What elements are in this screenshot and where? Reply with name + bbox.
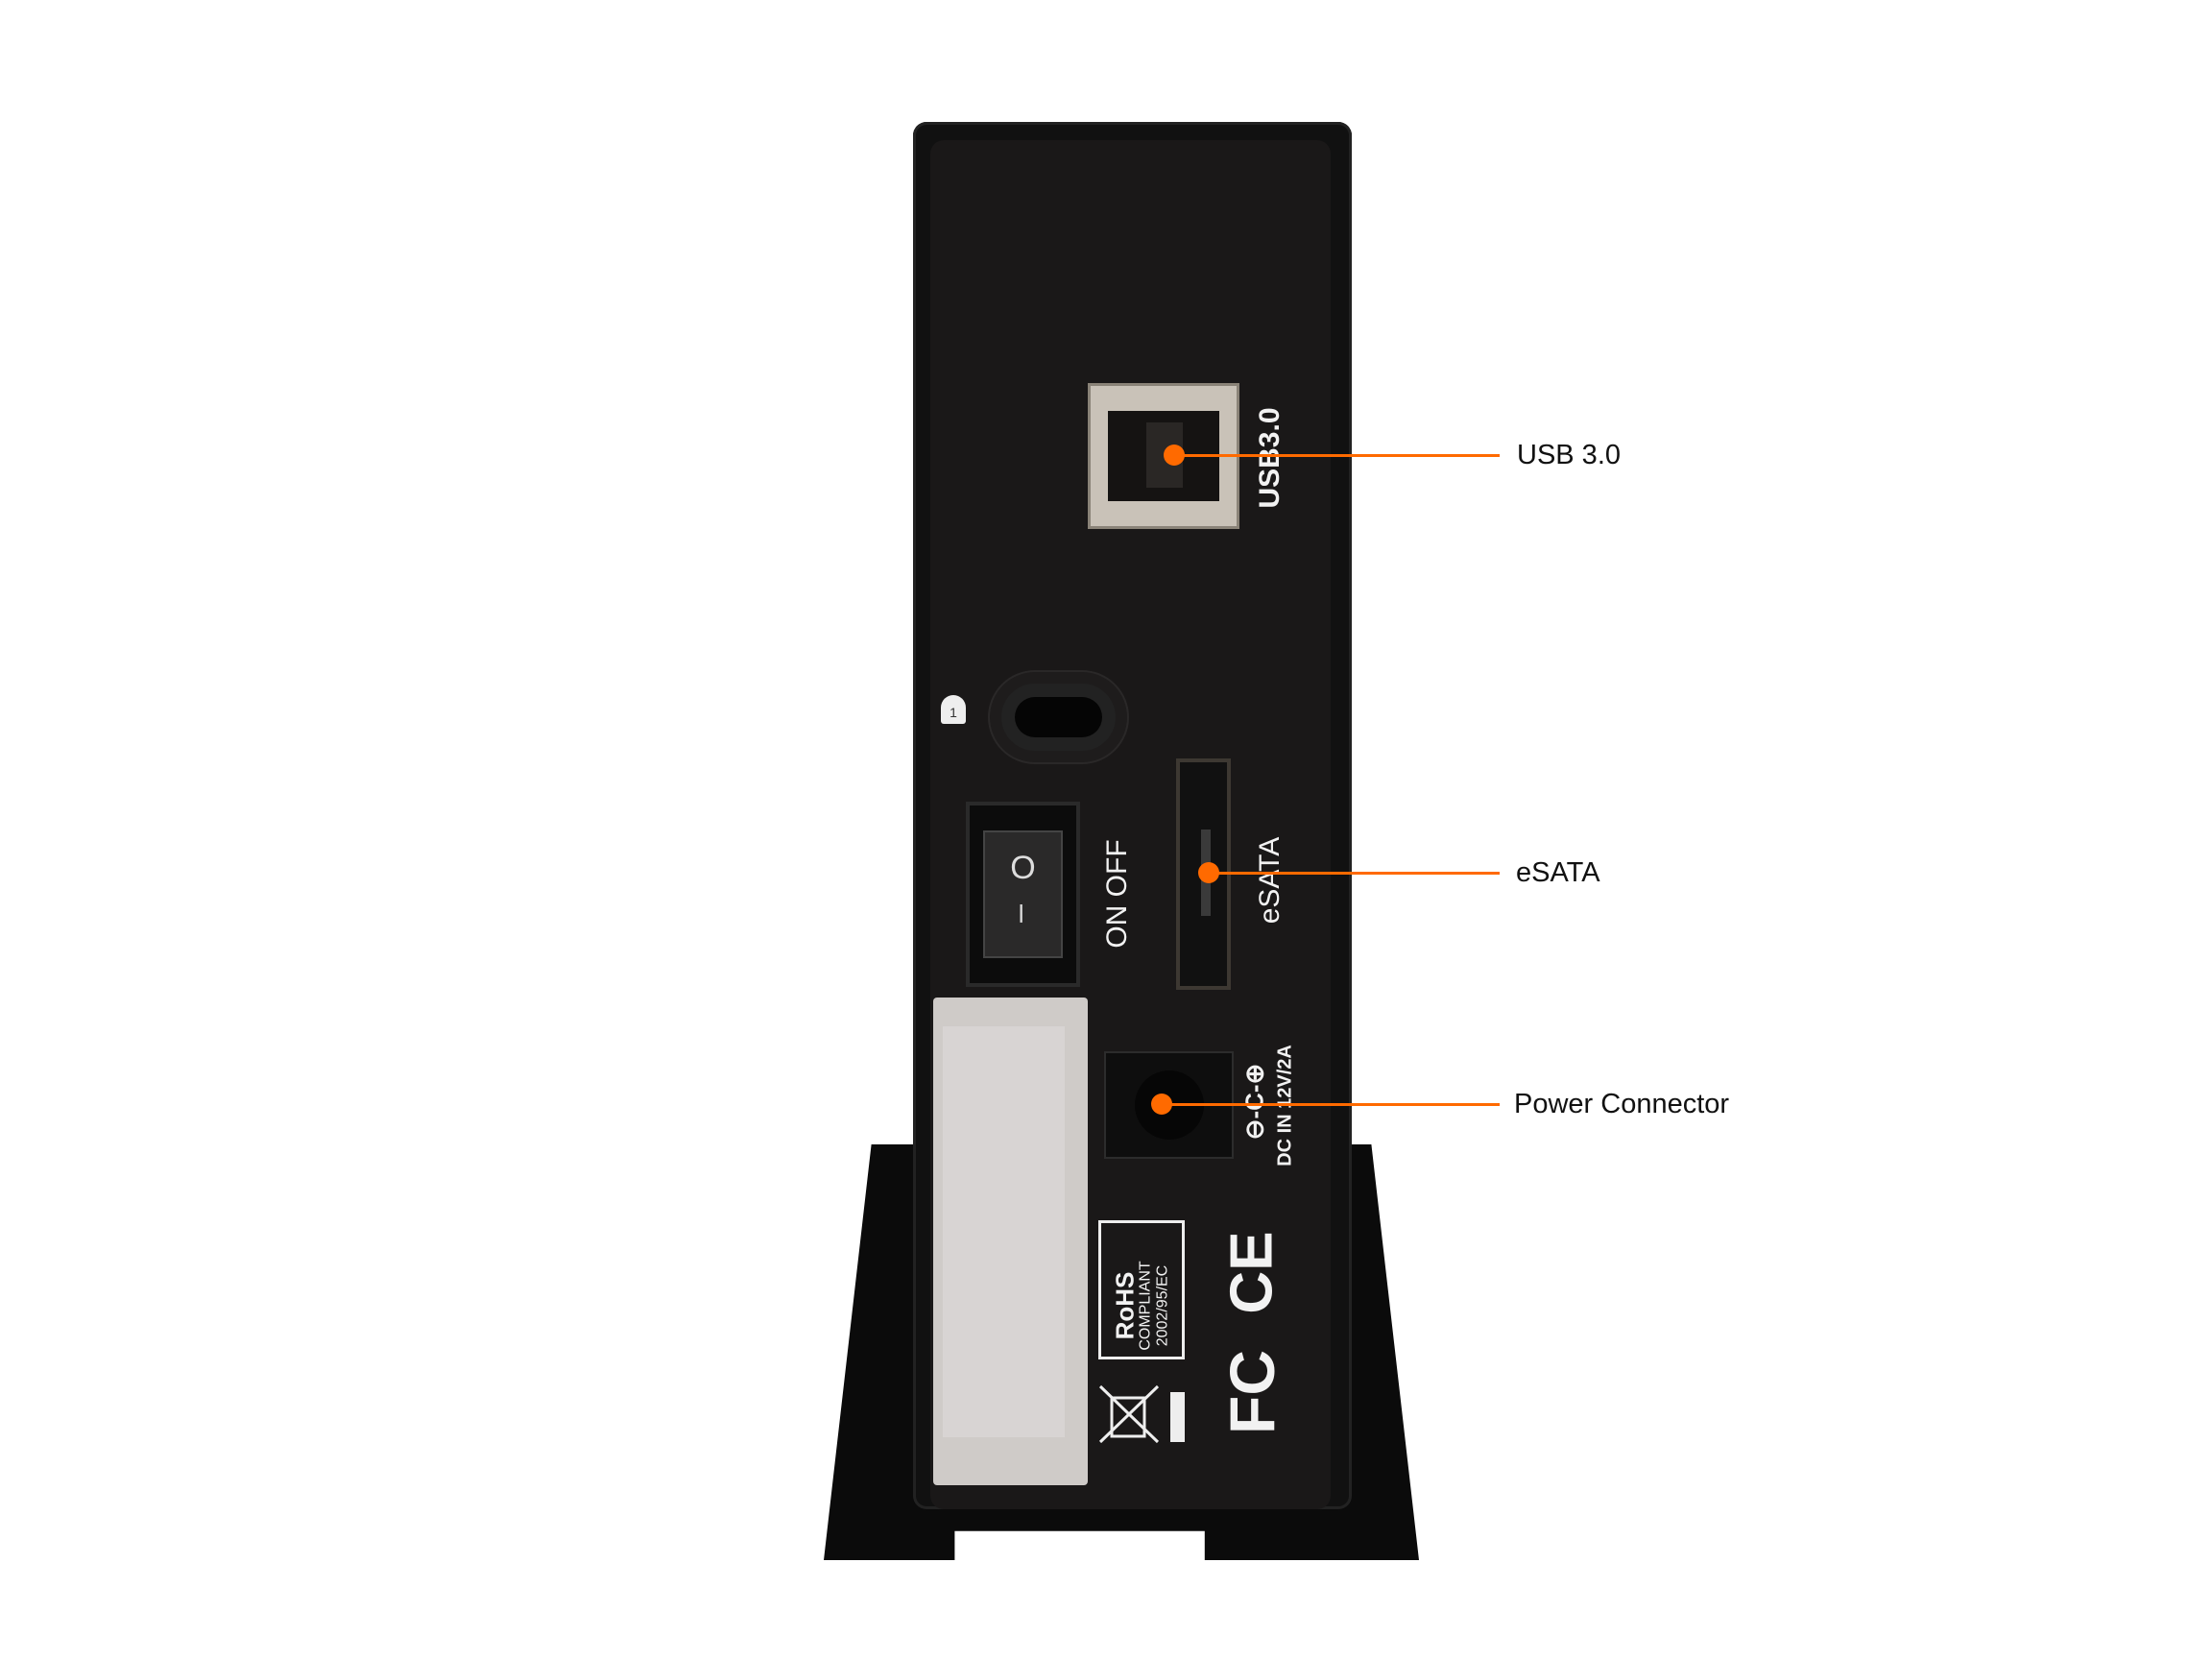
lock-icon: 1 [941,695,966,724]
switch-label: ON OFF [1101,839,1133,949]
ce-mark: CE [1218,1231,1286,1314]
fcc-mark: FC [1216,1350,1287,1434]
power-callout-label: Power Connector [1514,1089,1730,1119]
rohs-mark: RoHS COMPLIANT 2002/95/EC [1098,1220,1185,1359]
esata-callout-label: eSATA [1516,857,1600,888]
usb-callout-line [1174,454,1500,457]
polarity-symbol: ⊖-C-⊕ [1239,1063,1269,1141]
usb-port-label: USB3.0 [1254,407,1286,509]
switch-off-symbol: O [1010,850,1036,886]
kensington-lock-slot [1001,684,1116,751]
serial-sticker [933,998,1088,1485]
rohs-directive: 2002/95/EC [1154,1264,1171,1347]
power-switch: O – [966,802,1080,987]
esata-callout-line [1209,872,1500,875]
rohs-title: RoHS [1110,1271,1140,1340]
usb-callout-label: USB 3.0 [1517,440,1621,470]
power-callout-line [1162,1103,1500,1106]
rohs-compliant: COMPLIANT [1137,1261,1154,1351]
weee-bin-icon [1098,1384,1160,1444]
weee-bar-icon [1170,1392,1185,1442]
switch-on-symbol: – [1005,904,1042,923]
esata-port-label: eSATA [1254,836,1286,925]
